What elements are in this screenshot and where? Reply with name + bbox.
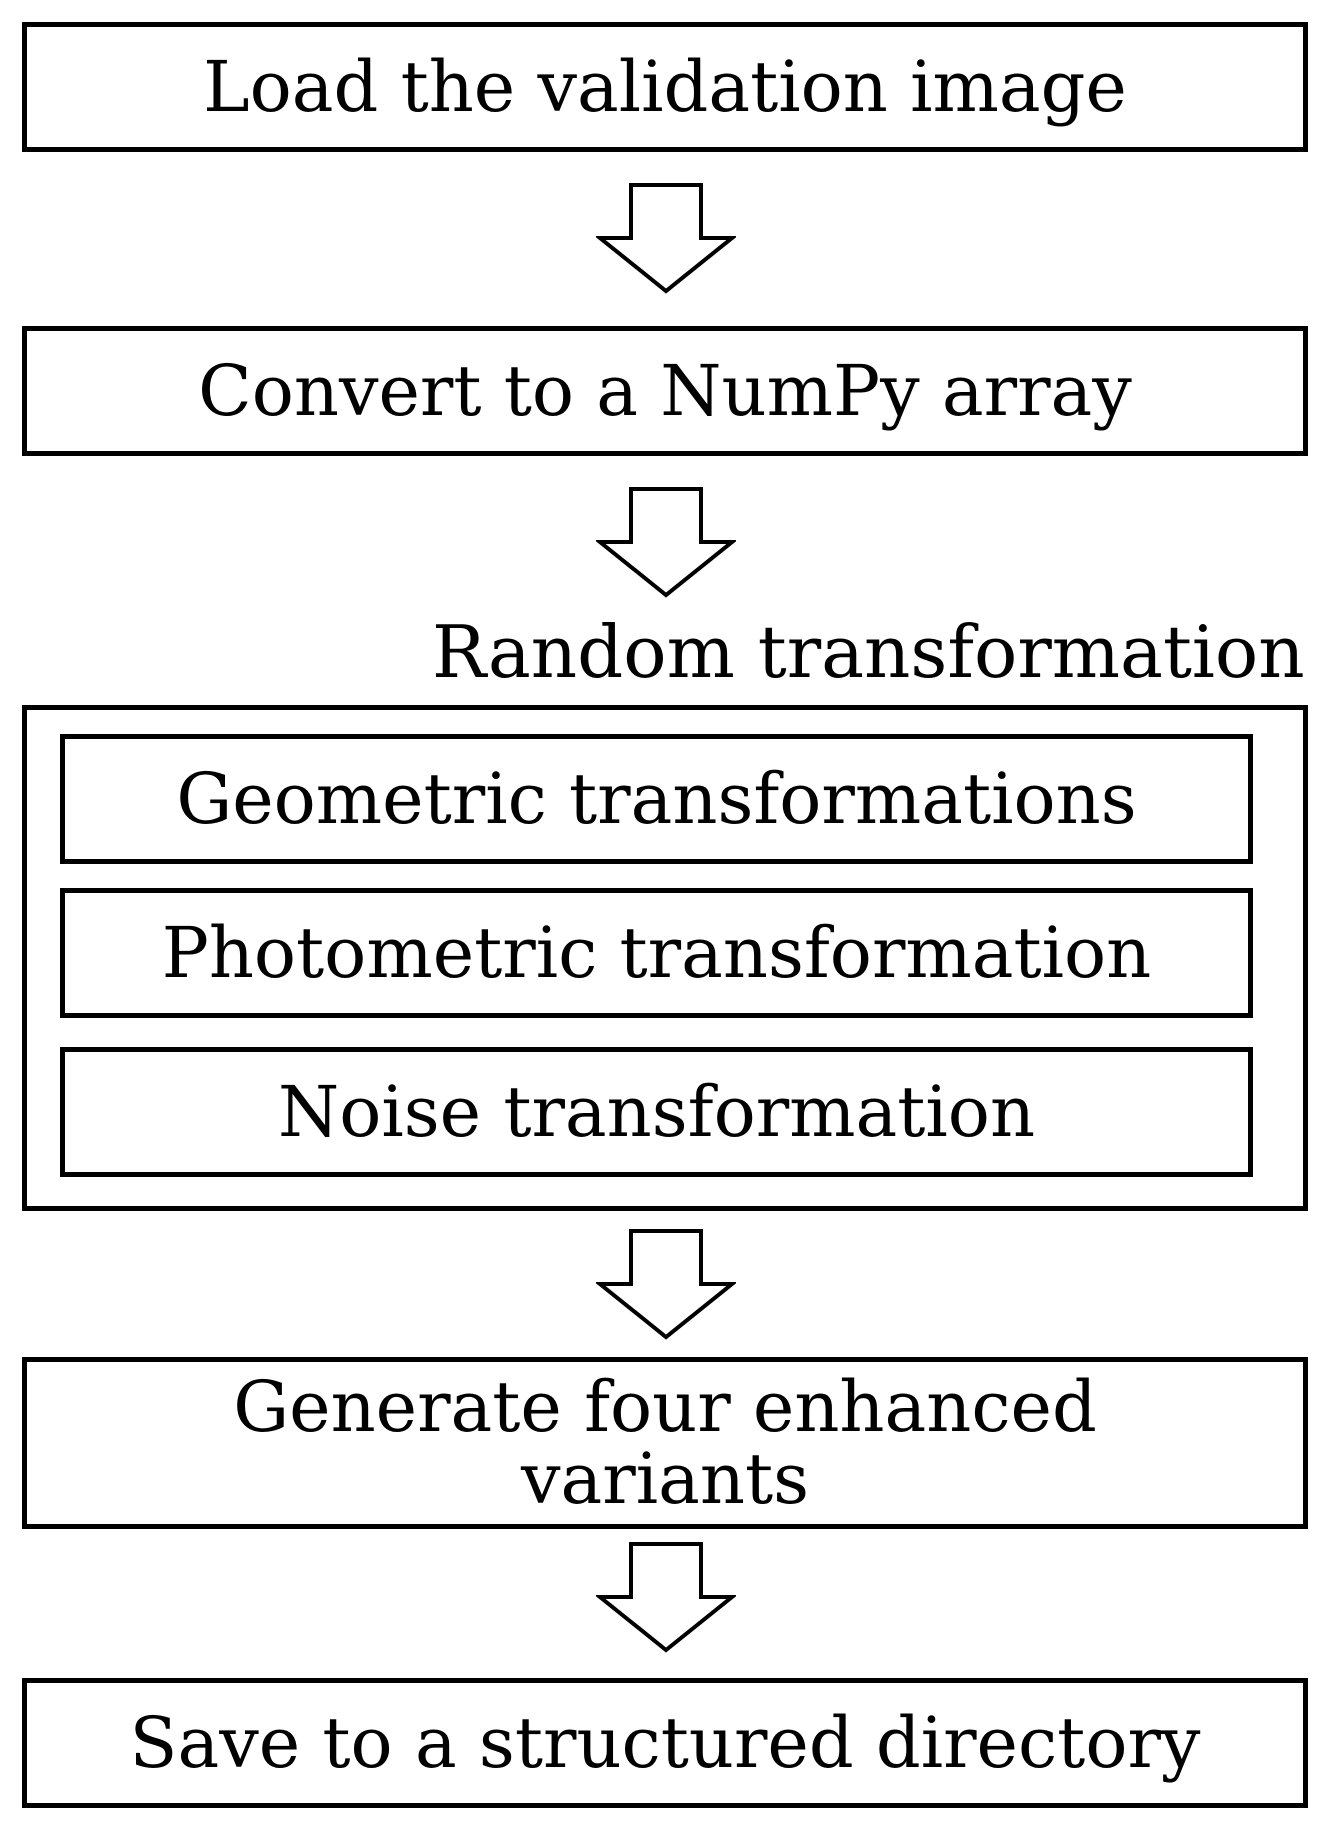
step-save-directory: Save to a structured directory [22, 1678, 1308, 1808]
down-arrow-icon [596, 183, 736, 295]
step-load-image-label: Load the validation image [203, 46, 1127, 128]
step-save-directory-label: Save to a structured directory [129, 1702, 1201, 1784]
down-arrow-icon [596, 487, 736, 599]
step-convert-numpy: Convert to a NumPy array [22, 326, 1308, 456]
down-arrow-icon [596, 1542, 736, 1654]
photometric-transformation-box: Photometric transformation [60, 888, 1253, 1018]
step-generate-variants: Generate four enhanced variants [22, 1357, 1308, 1529]
step-load-image: Load the validation image [22, 22, 1308, 152]
geometric-transformations-box: Geometric transformations [60, 734, 1253, 864]
random-transformation-title: Random transformation [432, 610, 1305, 694]
noise-transformation-label: Noise transformation [277, 1071, 1036, 1153]
step-generate-variants-label: Generate four enhanced variants [233, 1366, 1097, 1520]
geometric-transformations-label: Geometric transformations [176, 758, 1137, 840]
photometric-transformation-label: Photometric transformation [161, 912, 1152, 994]
down-arrow-icon [596, 1229, 736, 1341]
step-convert-numpy-label: Convert to a NumPy array [198, 350, 1132, 432]
noise-transformation-box: Noise transformation [60, 1047, 1253, 1177]
